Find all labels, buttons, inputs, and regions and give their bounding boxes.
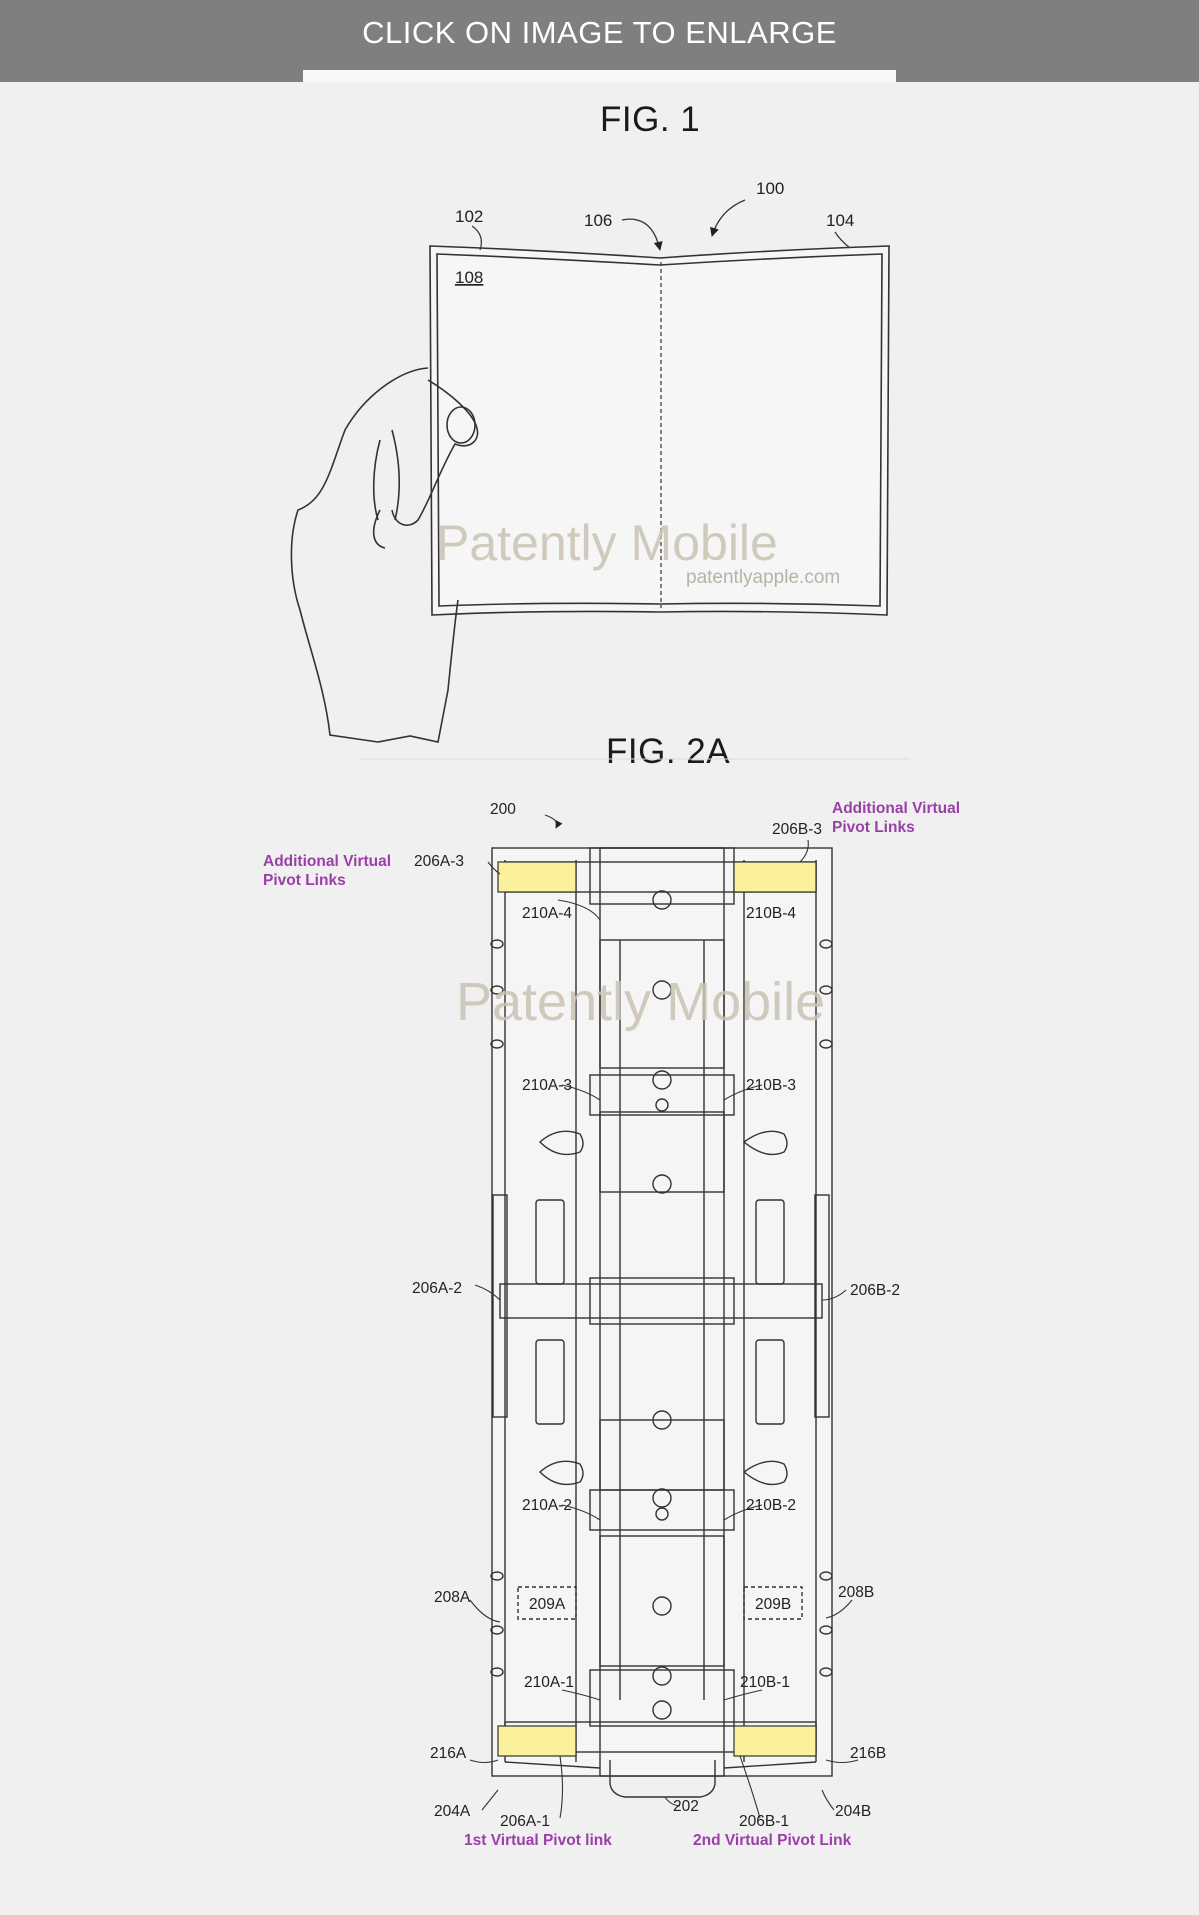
ref-206a-3: 206A-3 bbox=[414, 853, 464, 870]
leader-104 bbox=[834, 231, 851, 249]
pivot-link-206a-3 bbox=[497, 861, 577, 893]
ref-206a-1: 206A-1 bbox=[500, 1813, 550, 1830]
hinge-frame bbox=[491, 847, 833, 1777]
pivot-link-206a-1 bbox=[497, 1725, 577, 1757]
ref-210b-3: 210B-3 bbox=[746, 1077, 796, 1094]
enlarge-link[interactable]: CLICK ON IMAGE TO ENLARGE bbox=[362, 15, 837, 50]
annotation-right-top-1: Additional Virtual bbox=[832, 800, 960, 817]
ref-210b-1: 210B-1 bbox=[740, 1674, 790, 1691]
banner-edge-left bbox=[0, 70, 303, 82]
fig2a-title: FIG. 2A bbox=[606, 732, 731, 771]
ref-216b: 216B bbox=[850, 1745, 886, 1762]
leader-102 bbox=[471, 225, 482, 251]
ref-104: 104 bbox=[826, 211, 854, 230]
ref-209b: 209B bbox=[755, 1596, 791, 1613]
arrow-106 bbox=[621, 218, 663, 251]
banner-notch bbox=[303, 70, 896, 82]
fig2a-leaders bbox=[469, 814, 859, 1819]
ref-210b-2: 210B-2 bbox=[746, 1497, 796, 1514]
pivot-link-206b-3 bbox=[733, 861, 817, 893]
ref-210a-1: 210A-1 bbox=[524, 1674, 574, 1691]
device-outline bbox=[429, 245, 890, 616]
ref-206a-2: 206A-2 bbox=[412, 1280, 462, 1297]
annotation-bottom-right: 2nd Virtual Pivot Link bbox=[693, 1832, 852, 1849]
hinge-202 bbox=[609, 1760, 716, 1798]
virtual-pivot-highlights bbox=[497, 861, 817, 1757]
thumb-nail bbox=[446, 406, 476, 444]
ref-206b-1: 206B-1 bbox=[739, 1813, 789, 1830]
fig1-watermark-url: patentlyapple.com bbox=[686, 567, 840, 588]
enlarge-banner[interactable] bbox=[0, 0, 1199, 70]
device-inner-edge bbox=[436, 253, 883, 607]
annotation-bottom-left: 1st Virtual Pivot link bbox=[464, 1832, 612, 1849]
fig1-watermark: Patently Mobile bbox=[436, 515, 778, 571]
fig1-title: FIG. 1 bbox=[600, 100, 701, 139]
ref-204a: 204A bbox=[434, 1803, 471, 1820]
annotation-left-top-2: Pivot Links bbox=[263, 872, 346, 889]
ref-208a: 208A bbox=[434, 1589, 471, 1606]
ref-106: 106 bbox=[584, 211, 612, 230]
ref-206b-2: 206B-2 bbox=[850, 1282, 900, 1299]
ref-100: 100 bbox=[756, 179, 784, 198]
hand-thumb bbox=[391, 379, 479, 526]
ref-102: 102 bbox=[455, 207, 483, 226]
ref-210a-4: 210A-4 bbox=[522, 905, 572, 922]
ref-204b: 204B bbox=[835, 1803, 871, 1820]
ref-210b-4: 210B-4 bbox=[746, 905, 796, 922]
region-209b bbox=[743, 1586, 803, 1620]
region-209a bbox=[517, 1586, 577, 1620]
ref-216a: 216A bbox=[430, 1745, 467, 1762]
hand-finger-lines bbox=[372, 429, 401, 549]
fig2a-watermark: Patently Mobile bbox=[456, 972, 825, 1032]
fig1-drawing bbox=[290, 199, 890, 743]
ref-208b: 208B bbox=[838, 1584, 874, 1601]
annotation-left-top-1: Additional Virtual bbox=[263, 853, 391, 870]
annotation-right-top-2: Pivot Links bbox=[832, 819, 915, 836]
ref-200: 200 bbox=[490, 801, 516, 818]
ref-108: 108 bbox=[455, 268, 483, 287]
ref-210a-2: 210A-2 bbox=[522, 1497, 572, 1514]
fig2a-drawing bbox=[490, 847, 833, 1798]
middle-link-bar bbox=[499, 1283, 823, 1319]
ref-210a-3: 210A-3 bbox=[522, 1077, 572, 1094]
banner-edge-right bbox=[896, 70, 1199, 82]
hand-outline bbox=[290, 367, 459, 743]
ref-206b-3: 206B-3 bbox=[772, 821, 822, 838]
pivot-link-206b-1 bbox=[733, 1725, 817, 1757]
arrow-100 bbox=[710, 199, 746, 237]
ref-202: 202 bbox=[673, 1798, 699, 1815]
ref-209a: 209A bbox=[529, 1596, 566, 1613]
